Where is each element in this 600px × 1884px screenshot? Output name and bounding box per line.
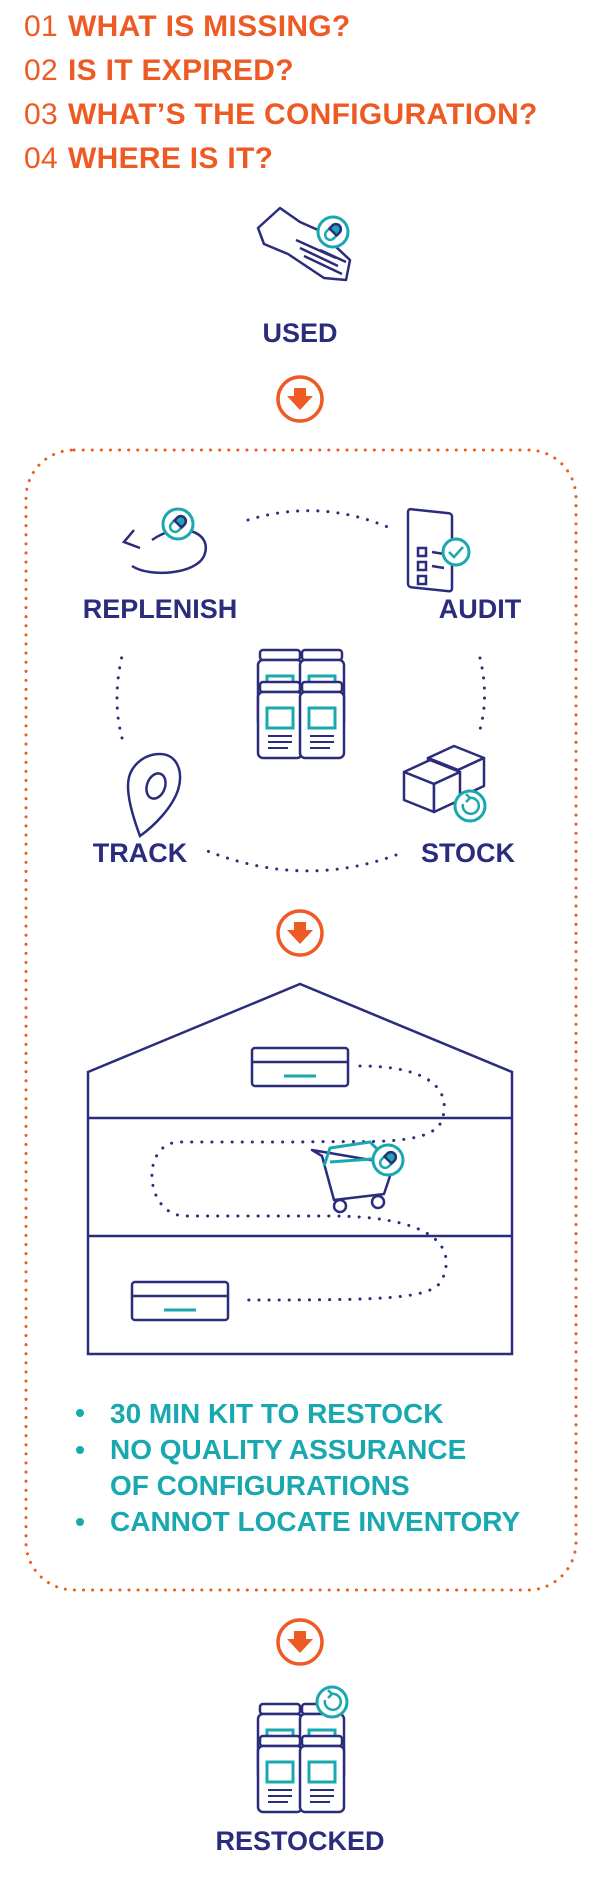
cycle-path [115,509,487,873]
boxes-restock-icon [402,744,487,823]
location-pin-icon [126,752,182,838]
label-restocked: RESTOCKED [215,1826,385,1856]
replenish-cycle-icon [121,507,207,575]
shopping-cart-icon [310,1140,405,1214]
label-stock: STOCK [420,838,515,868]
clipboard-check-icon [406,507,471,593]
down-arrow-icon [276,1618,324,1666]
bullet-dots [76,1409,84,1526]
issue-bullet-2: NO QUALITY ASSURANCE OF CONFIGURATIONS [110,1434,467,1501]
tray-icon [250,1046,350,1088]
label-audit: AUDIT [438,594,522,624]
label-used: USED [262,318,338,348]
down-arrow-icon [276,375,324,423]
restocked-jars-icon [256,1685,349,1814]
medicine-jars-icon [256,648,346,760]
label-track: TRACK [92,838,188,868]
down-arrow-icon [276,909,324,957]
tray-icon [130,1280,230,1322]
issue-bullet-1: 30 MIN KIT TO RESTOCK [110,1398,444,1429]
hand-pill-icon [256,206,352,282]
label-replenish: REPLENISH [82,594,238,624]
process-box [24,448,578,1592]
issue-bullet-3: CANNOT LOCATE INVENTORY [110,1506,521,1537]
warehouse-icon [86,982,514,1356]
route-path [150,1064,448,1302]
